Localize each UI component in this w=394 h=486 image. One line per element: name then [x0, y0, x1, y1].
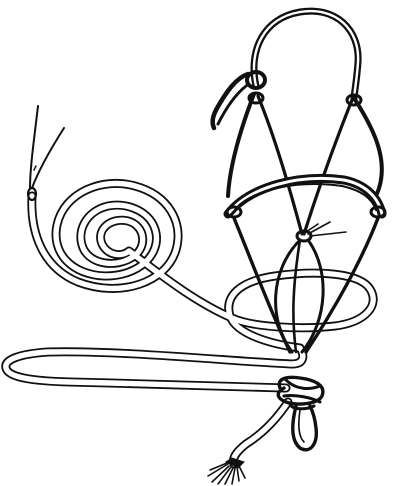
- lead-rope-tassel: [208, 458, 245, 484]
- halter-chin-knot: [297, 222, 346, 241]
- lead-rope-fill: [6, 183, 373, 388]
- halter-crown-piece: [254, 11, 358, 98]
- halter-cheek-pieces: [228, 93, 382, 234]
- lead-rope: [6, 106, 373, 484]
- lead-rope-popper: [28, 106, 64, 200]
- halter-lead-loop: [293, 406, 317, 450]
- lead-rope-tail: [234, 402, 289, 464]
- halter-noseband: [227, 178, 385, 217]
